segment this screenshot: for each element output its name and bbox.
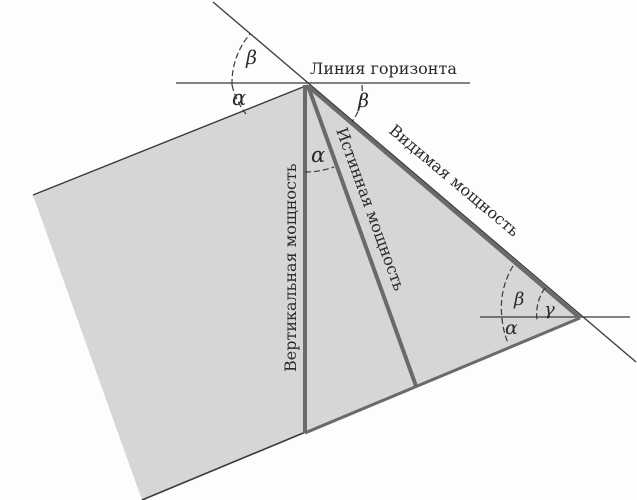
horizon-line-label: Линия горизонта (310, 59, 457, 78)
arc-alpha-bottom (501, 317, 509, 344)
angle-alpha-vertical: α (311, 143, 325, 167)
arc-gamma-bottom (536, 287, 546, 321)
vertical-thickness-label: Вертикальная мощность (281, 163, 300, 372)
angle-alpha-bottom: α (505, 317, 518, 339)
angle-beta-top-left: β (245, 47, 257, 69)
arc-beta-top-right (351, 84, 363, 123)
arc-beta-bottom (500, 265, 514, 319)
arc-alpha-top-left (231, 84, 247, 115)
angle-beta-bottom: β (513, 289, 524, 310)
dip-line (212, 1, 637, 363)
layer-top-boundary (32, 84, 309, 196)
arc-alpha-vertical (304, 166, 335, 173)
arc-beta-top-left (231, 33, 251, 86)
angle-gamma-bottom: γ (544, 299, 555, 320)
true-thickness-line (306, 85, 418, 387)
angle-alpha-top-left: α (232, 86, 246, 110)
layer-bottom-thick (304, 316, 581, 435)
angle-beta-top-right: β (357, 90, 369, 112)
apparent-thickness-line (306, 84, 582, 320)
